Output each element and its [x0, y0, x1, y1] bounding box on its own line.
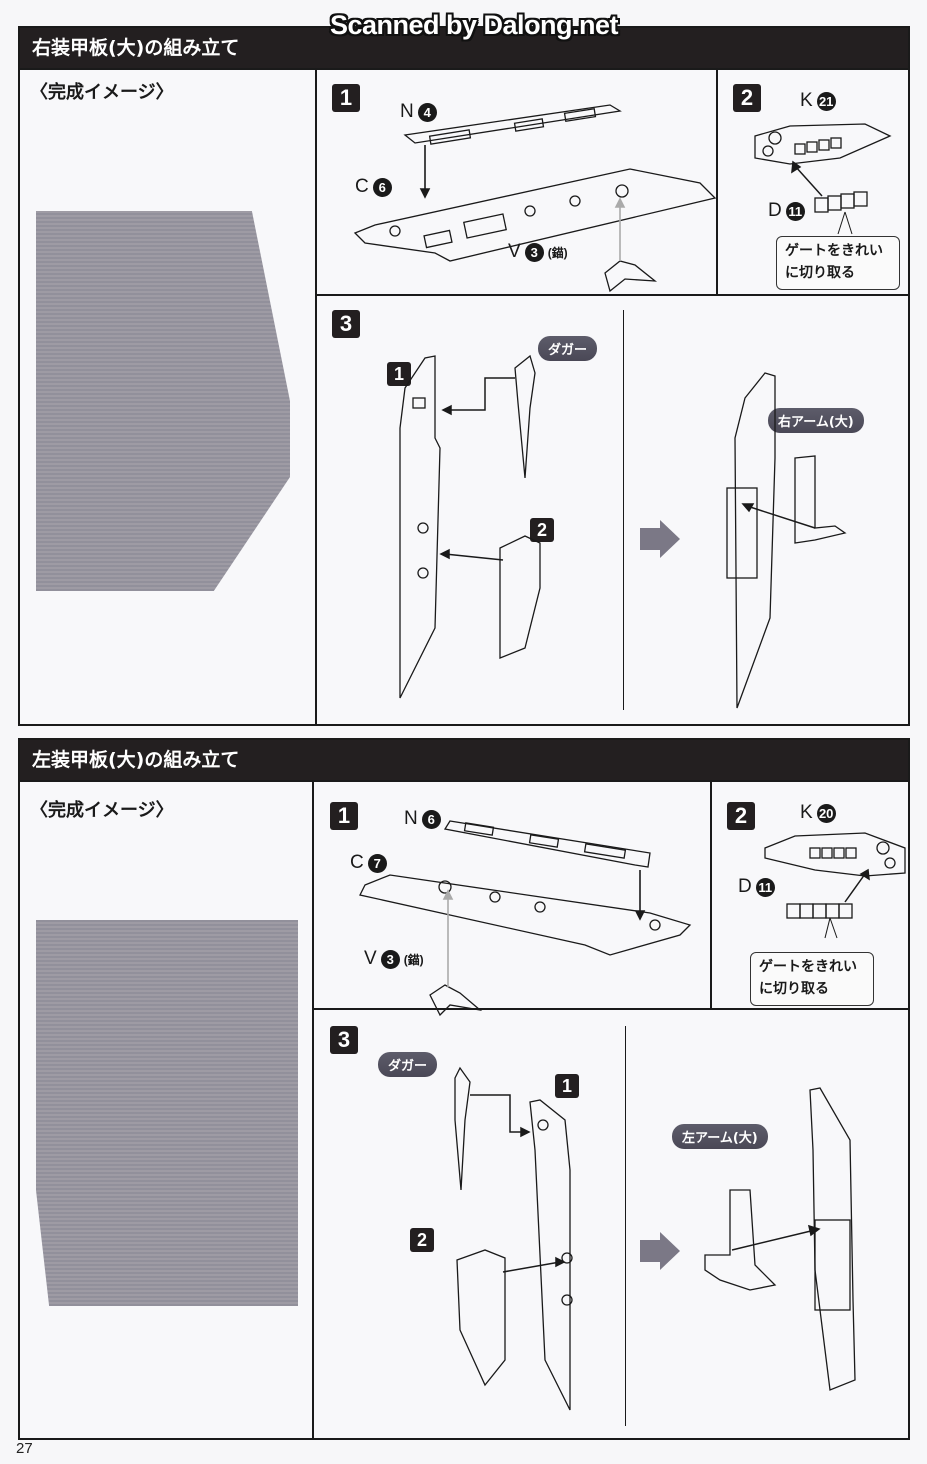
- side-block: [456, 1249, 506, 1387]
- section-title: 右装甲板(大)の組み立て: [20, 28, 908, 68]
- part-n-runner: [443, 820, 651, 868]
- arm-part: [794, 455, 847, 544]
- step-number: 3: [332, 310, 360, 338]
- armor-plate: [529, 1099, 571, 1411]
- step-number: 3: [330, 1026, 358, 1054]
- part-k: [754, 123, 892, 165]
- part-k: [764, 832, 906, 877]
- step1-diagram: [359, 820, 692, 1017]
- next-arrow-icon: [640, 1232, 680, 1270]
- arm-label: 右アーム(大): [768, 408, 864, 433]
- completed-image-photo: [36, 920, 298, 1306]
- dagger-label: ダガー: [378, 1052, 438, 1077]
- step-number: 2: [733, 84, 761, 112]
- part-d: [814, 197, 829, 213]
- step2-diagram: [754, 123, 892, 235]
- step3-diagram: [454, 1066, 856, 1411]
- dagger: [514, 354, 536, 479]
- sub-step-ref-2: 2: [410, 1228, 434, 1252]
- step1-diagram: [353, 104, 717, 293]
- armor-plate-assembled: [809, 1087, 856, 1391]
- step-number: 1: [332, 84, 360, 112]
- side-block: [499, 535, 541, 659]
- section-title: 左装甲板(大)の組み立て: [20, 740, 908, 780]
- arm-part: [704, 1189, 777, 1291]
- gate-cutting-note: ゲートをきれい に切り取る: [750, 952, 874, 1006]
- part-n-runner: [403, 104, 622, 144]
- preview-caption: 〈完成イメージ〉: [30, 82, 174, 103]
- divider: [315, 68, 317, 724]
- arm-label: 左アーム(大): [672, 1124, 768, 1149]
- dagger: [454, 1066, 471, 1191]
- completed-image-photo: [36, 211, 290, 591]
- step2-diagram: [764, 832, 906, 939]
- step-number: 1: [330, 802, 358, 830]
- sub-step-ref-1: 1: [387, 362, 411, 386]
- armor-plate: [399, 355, 441, 699]
- page-number: 27: [16, 1440, 33, 1457]
- step3-diagram: [399, 354, 847, 709]
- part-v-anchor: [604, 260, 658, 293]
- gate-cutting-note: ゲートをきれい に切り取る: [776, 236, 900, 290]
- step-number: 2: [727, 802, 755, 830]
- part-c-plate: [353, 168, 717, 262]
- preview-caption: 〈完成イメージ〉: [30, 800, 174, 821]
- sub-step-ref-2: 2: [530, 518, 554, 542]
- armor-plate-assembled: [734, 372, 776, 709]
- watermark: Scanned by Dalong.net: [330, 10, 619, 40]
- part-d: [786, 903, 801, 919]
- part-c-plate: [359, 874, 692, 956]
- dagger-label: ダガー: [538, 336, 598, 361]
- next-arrow-icon: [640, 520, 680, 558]
- sub-step-ref-1: 1: [555, 1074, 579, 1098]
- part-v-anchor: [429, 984, 483, 1017]
